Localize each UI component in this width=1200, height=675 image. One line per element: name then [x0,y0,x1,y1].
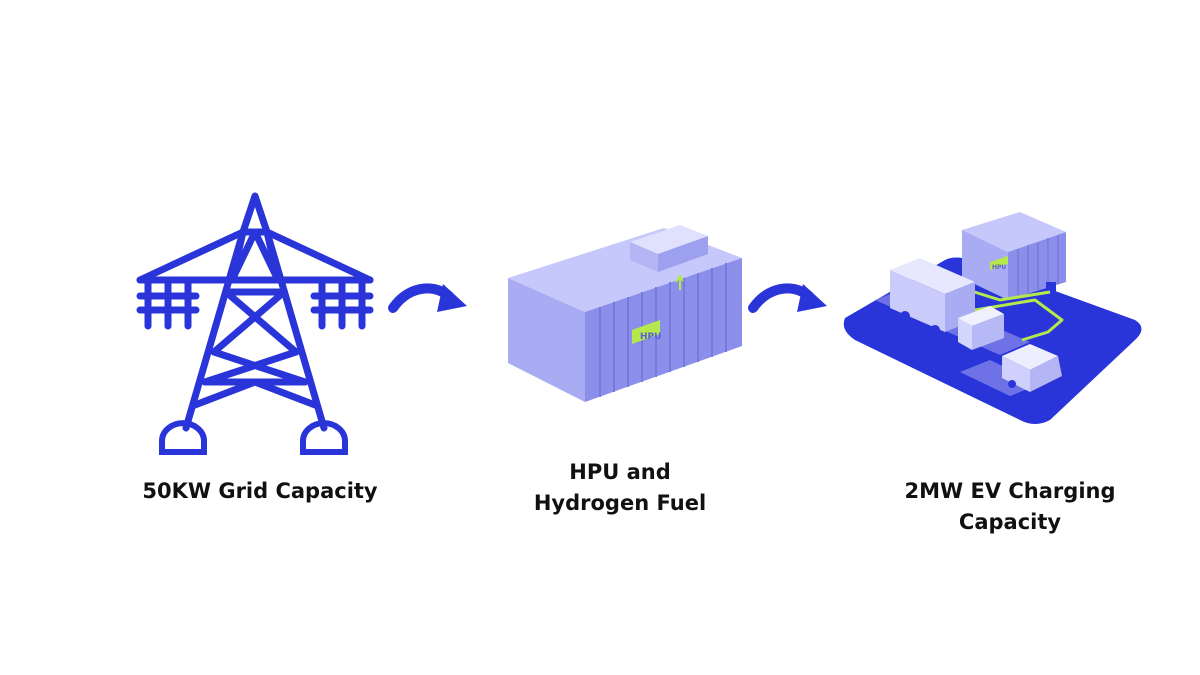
hpu-badge-text: HPU [992,264,1006,271]
arrow-right-icon [388,283,467,313]
transmission-tower-icon [136,192,374,455]
label-line: 50KW Grid Capacity [142,479,378,503]
label-line: 2MW EV Charging [904,479,1116,503]
step-label-hpu: HPU and Hydrogen Fuel [500,457,740,519]
hpu-container-icon: HPU [508,225,742,402]
arrow-right-icon [748,283,827,313]
label-line: HPU and [569,460,671,484]
label-line: Capacity [958,510,1062,534]
step-label-grid: 50KW Grid Capacity [100,476,420,507]
step-label-ev-charging: 2MW EV Charging Capacity [860,476,1160,538]
hpu-badge-text: HPU [640,332,661,342]
ev-charging-station-icon: HPU [843,212,1142,424]
label-line: Hydrogen Fuel [533,491,707,515]
